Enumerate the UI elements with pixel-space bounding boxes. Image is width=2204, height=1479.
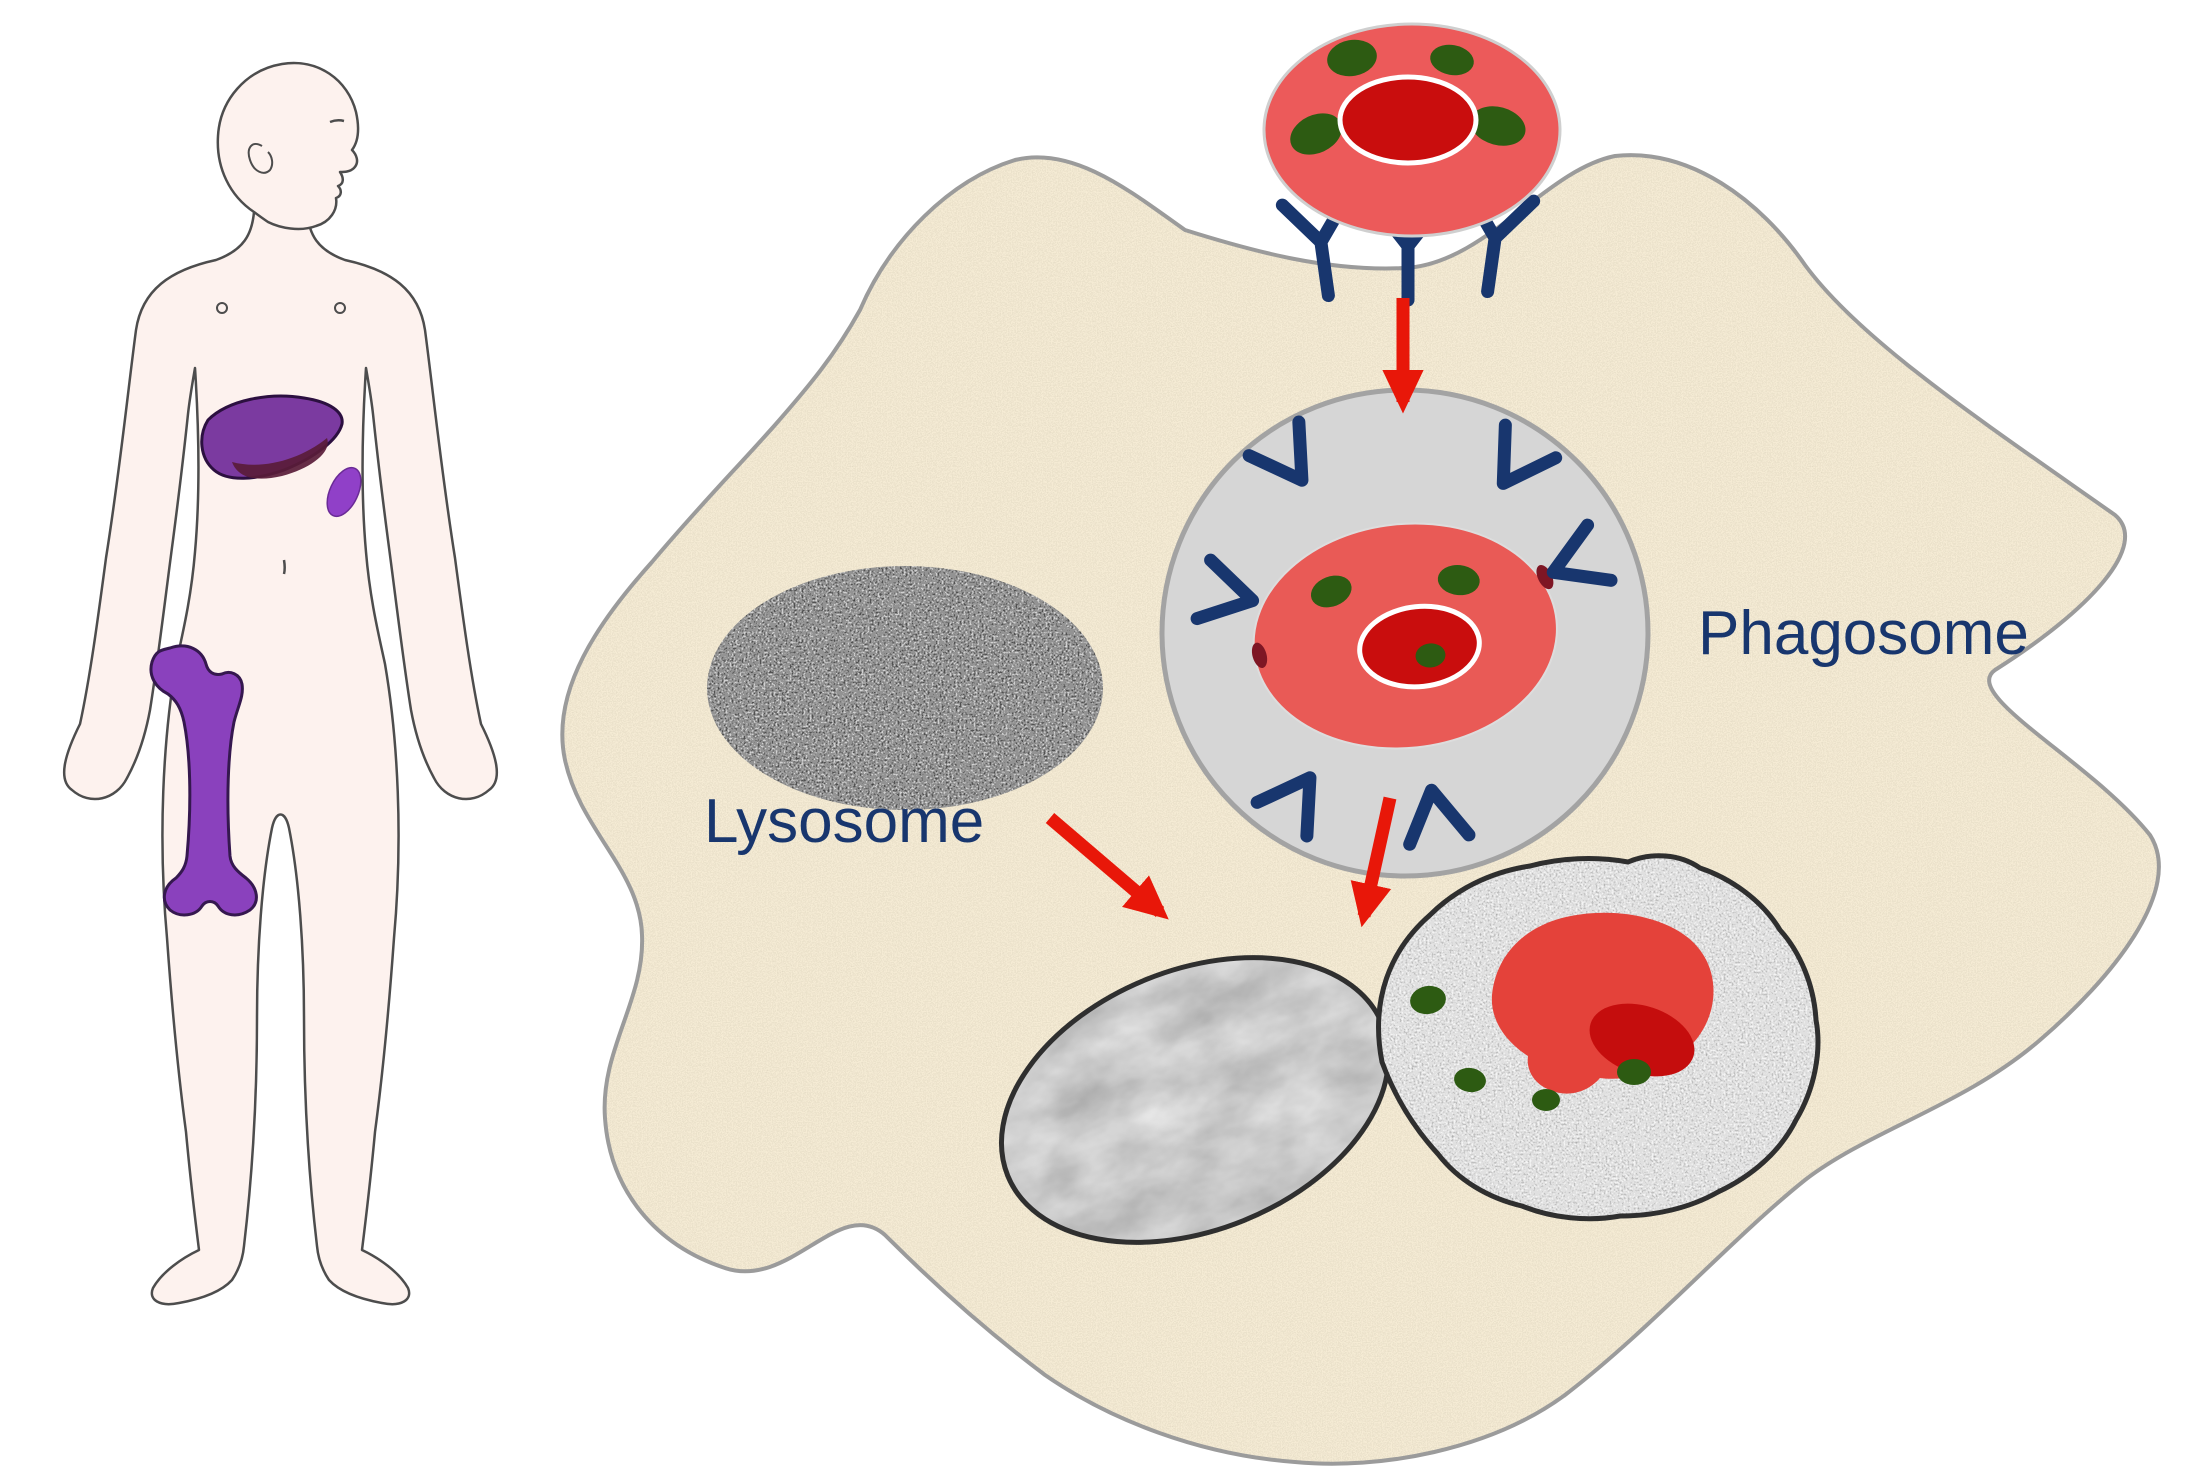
lysosome-fusion-arrow bbox=[1045, 813, 1169, 920]
phagosome bbox=[1159, 387, 1651, 879]
erythrocyte-nucleus bbox=[1357, 603, 1482, 690]
parasite-dot bbox=[1437, 565, 1480, 596]
parasite-dot bbox=[1310, 575, 1352, 608]
body-outline bbox=[63, 210, 498, 1306]
nipple-mark bbox=[334, 302, 346, 314]
parasite-dot bbox=[1532, 1089, 1560, 1111]
phagolysosome bbox=[998, 853, 1821, 1245]
phagosome-label: Phagosome bbox=[1698, 599, 2029, 668]
receptor-icon bbox=[1242, 415, 1309, 487]
parasite-dot bbox=[1454, 1067, 1486, 1093]
macrophage-cell: Phagosome Lysosome bbox=[560, 22, 2161, 1466]
fused-phagosome-outline bbox=[1376, 853, 1821, 1222]
human-figure bbox=[63, 61, 498, 1306]
lysosome bbox=[707, 566, 1103, 810]
parasite-dot bbox=[1410, 985, 1446, 1015]
receptor-icon bbox=[1403, 783, 1476, 851]
infected-erythrocyte bbox=[1262, 22, 1562, 307]
erythrocyte-nucleus bbox=[1337, 74, 1479, 166]
receptor-icon bbox=[1546, 518, 1618, 587]
nipple-mark bbox=[216, 302, 228, 314]
receptor-icon bbox=[1190, 553, 1260, 626]
liver-lobe-dark bbox=[232, 438, 328, 479]
lysosome-label: Lysosome bbox=[704, 787, 984, 856]
receptor-icon bbox=[1250, 771, 1317, 843]
fused-lysosome-texture bbox=[1001, 957, 1389, 1243]
engulfed-erythrocyte bbox=[1251, 522, 1558, 750]
parasite-dot bbox=[1290, 113, 1342, 155]
head bbox=[216, 61, 360, 231]
phagosome-fusion-arrow bbox=[1350, 796, 1397, 928]
navel-mark bbox=[282, 559, 286, 575]
parasite-dot bbox=[1327, 39, 1377, 77]
process-arrows bbox=[1045, 298, 1424, 928]
phagosome-receptors bbox=[1190, 415, 1618, 851]
ear bbox=[247, 142, 274, 174]
femur bbox=[149, 644, 258, 917]
membrane-notch bbox=[1251, 642, 1268, 668]
spleen bbox=[326, 466, 362, 518]
degraded-nucleus bbox=[1589, 1003, 1695, 1077]
receptor-icon bbox=[1496, 418, 1563, 490]
eye bbox=[329, 119, 345, 124]
parasite-dot bbox=[1430, 44, 1474, 76]
parasite-dot bbox=[1470, 106, 1526, 146]
parasite-dot bbox=[1415, 643, 1446, 668]
parasite-dot bbox=[1617, 1059, 1651, 1085]
liver bbox=[200, 394, 344, 480]
